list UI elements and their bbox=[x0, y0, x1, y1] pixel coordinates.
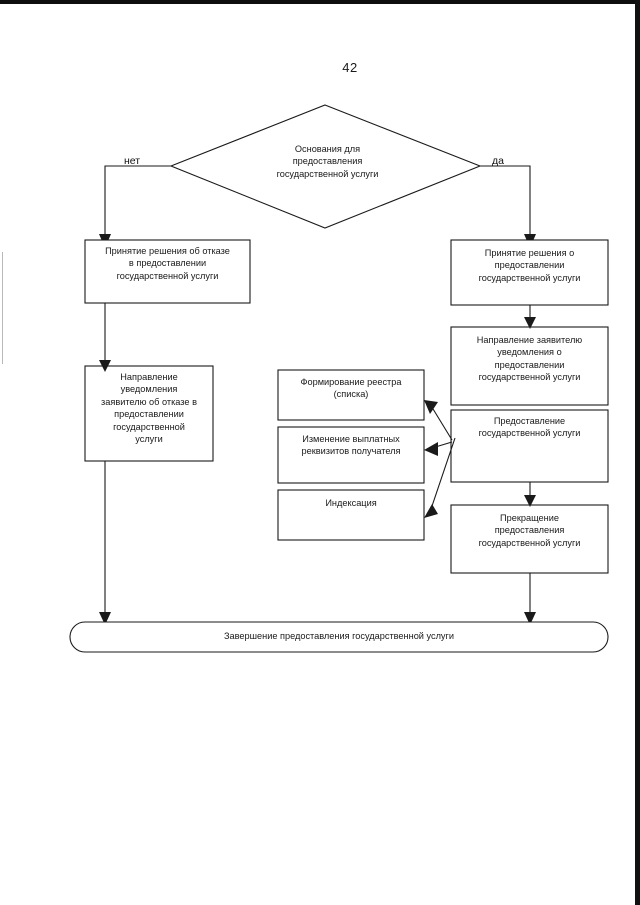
box-refusal-notice bbox=[84, 365, 214, 462]
box-grant-notice bbox=[450, 326, 609, 406]
arrowhead-registry bbox=[424, 400, 438, 414]
connector-provision-to-indexation bbox=[429, 437, 456, 513]
arrowhead-indexation bbox=[424, 504, 438, 518]
box-service-provision bbox=[450, 409, 609, 483]
box-refusal-decision bbox=[84, 239, 251, 304]
arrowhead-refusal-notice bbox=[99, 360, 111, 372]
scan-edge-left bbox=[2, 252, 3, 364]
scan-edge-right bbox=[635, 0, 640, 905]
arrowhead-grant-notice bbox=[524, 317, 536, 329]
arrowhead-service-termination bbox=[524, 495, 536, 507]
decision-diamond bbox=[169, 104, 482, 229]
arrowhead-completion-right bbox=[524, 612, 536, 625]
box-registry-formation bbox=[277, 369, 425, 421]
connector-no-branch bbox=[104, 165, 171, 234]
connector-provision-to-registry bbox=[429, 403, 453, 441]
shape-completion-terminator bbox=[69, 621, 609, 653]
box-grant-decision bbox=[450, 239, 609, 306]
arrowhead-completion-left bbox=[99, 612, 111, 625]
arrowhead-payment-details bbox=[424, 442, 438, 456]
page-number: 42 bbox=[342, 60, 358, 75]
box-service-termination bbox=[450, 504, 609, 574]
connector-yes-branch bbox=[480, 165, 531, 234]
box-payment-details-change bbox=[277, 426, 425, 484]
label-completion: Завершение предоставления государственно… bbox=[223, 631, 455, 641]
box-indexation bbox=[277, 489, 425, 541]
scan-edge-top bbox=[0, 0, 640, 4]
branch-label-no: нет bbox=[124, 155, 141, 167]
branch-label-yes: да bbox=[492, 155, 504, 167]
